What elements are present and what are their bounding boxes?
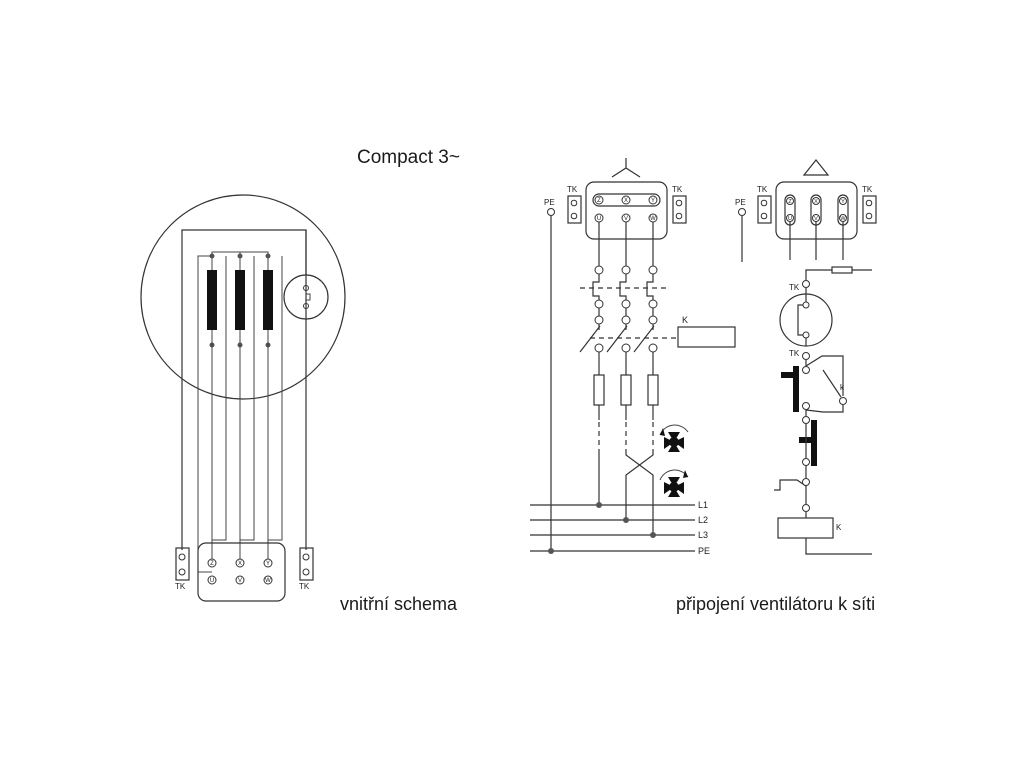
control-tk-label-top: TK bbox=[789, 283, 800, 292]
delta-term-x: X bbox=[814, 199, 818, 205]
hold-contact-label-k: k bbox=[840, 383, 845, 392]
coil-v bbox=[235, 270, 245, 330]
star-term-x: X bbox=[624, 198, 628, 204]
term-label-u: U bbox=[210, 578, 214, 584]
term-label-x: X bbox=[238, 561, 242, 567]
term-label-v: V bbox=[238, 578, 242, 584]
fan-rotation-icon-top bbox=[659, 424, 689, 452]
internal-schema: Z X Y U V W TK TK bbox=[140, 194, 346, 602]
star-term-y: Y bbox=[651, 198, 655, 204]
terminal-box bbox=[197, 542, 286, 602]
star-term-w: W bbox=[650, 216, 656, 222]
star-term-z: Z bbox=[597, 198, 601, 204]
tk-block-right bbox=[299, 547, 314, 581]
stop-button-actuator bbox=[781, 372, 797, 378]
delta-term-w: W bbox=[840, 216, 846, 222]
delta-term-u: U bbox=[788, 216, 792, 222]
coil-u bbox=[207, 270, 217, 330]
pe-label-delta: PE bbox=[735, 198, 746, 207]
delta-term-v: V bbox=[814, 216, 818, 222]
star-connection: Z X Y U V W TK TK PE bbox=[530, 158, 736, 556]
motor-housing-circle bbox=[140, 194, 346, 400]
pe-label-star: PE bbox=[544, 198, 555, 207]
star-term-v: V bbox=[624, 216, 628, 222]
contactor-label-k: K bbox=[682, 315, 688, 325]
fuse-l1 bbox=[593, 374, 605, 406]
star-tk-label-left: TK bbox=[567, 185, 578, 194]
bus-label-l1: L1 bbox=[698, 500, 708, 510]
coil-w bbox=[263, 270, 273, 330]
relay-coil-k bbox=[777, 517, 834, 539]
delta-term-z: Z bbox=[788, 199, 792, 205]
contactor-coil-k bbox=[677, 326, 736, 348]
connection-caption: připojení ventilátoru k síti bbox=[676, 594, 876, 614]
bus-label-l2: L2 bbox=[698, 515, 708, 525]
internal-schema-caption: vnitřní schema bbox=[340, 594, 458, 614]
term-label-z: Z bbox=[210, 561, 214, 567]
delta-term-y: Y bbox=[841, 199, 845, 205]
bus-label-l3: L3 bbox=[698, 530, 708, 540]
fuse-l3 bbox=[647, 374, 659, 406]
tk-label-right: TK bbox=[299, 582, 310, 591]
term-label-w: W bbox=[265, 578, 271, 584]
star-term-u: U bbox=[597, 216, 601, 222]
star-tk-label-right: TK bbox=[672, 185, 683, 194]
delta-connection: Z X Y U V W TK TK PE TK TK bbox=[735, 159, 877, 555]
delta-tk-label-left: TK bbox=[757, 185, 768, 194]
term-label-y: Y bbox=[266, 561, 270, 567]
tk-block-left bbox=[175, 547, 190, 581]
fuse-l2 bbox=[620, 374, 632, 406]
delta-tk-label-right: TK bbox=[862, 185, 873, 194]
relay-label-k: K bbox=[836, 523, 842, 532]
control-tk-label-bottom: TK bbox=[789, 349, 800, 358]
diagram-title: Compact 3~ bbox=[357, 147, 460, 168]
bus-label-pe: PE bbox=[698, 546, 710, 556]
tk-label-left: TK bbox=[175, 582, 186, 591]
fan-rotation-icon-bottom bbox=[659, 469, 689, 497]
